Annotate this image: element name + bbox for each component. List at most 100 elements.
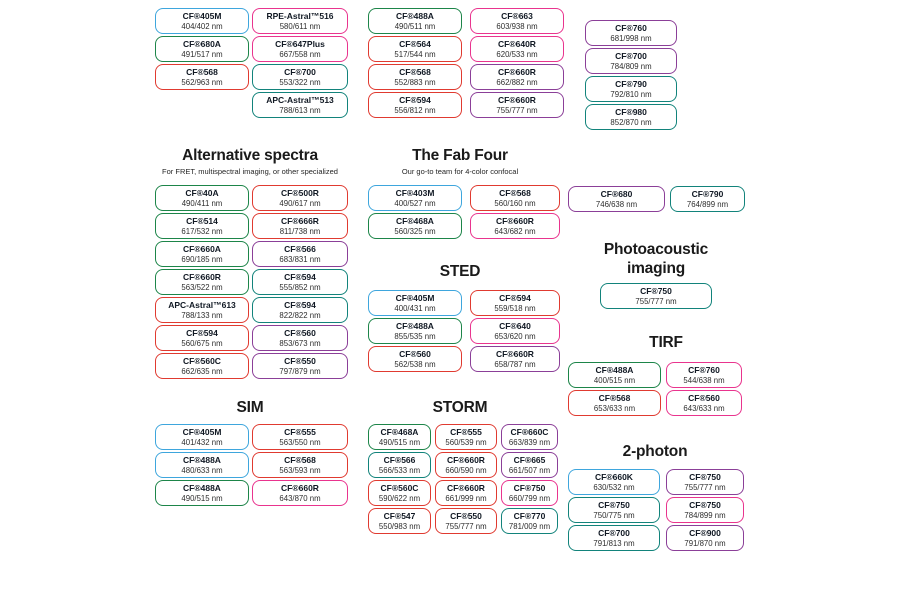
dye-wavelengths: 553/322 nm bbox=[279, 78, 321, 87]
dye-name: CF®560 bbox=[688, 393, 720, 403]
dye-wavelengths: 853/673 nm bbox=[279, 339, 321, 348]
dye-wavelengths: 490/515 nm bbox=[378, 438, 421, 447]
dye-name: CF®405M bbox=[395, 293, 435, 303]
dye-name: CF®560 bbox=[284, 328, 316, 338]
section-title-tirf: TIRF bbox=[649, 333, 683, 352]
dye-name: CF®770 bbox=[513, 511, 546, 521]
dye-name: CF®405M bbox=[182, 427, 222, 437]
dye-wavelengths: 781/009 nm bbox=[508, 522, 551, 531]
dye-wavelengths: 661/507 nm bbox=[508, 466, 551, 475]
dye-wavelengths: 401/432 nm bbox=[181, 438, 223, 447]
dye-wavelengths: 555/852 nm bbox=[279, 283, 321, 292]
dye-name: CF®594 bbox=[284, 300, 316, 310]
dye-wavelengths: 683/831 nm bbox=[279, 255, 321, 264]
dye-name: CF®555 bbox=[450, 427, 482, 437]
dye-name: CF®663 bbox=[501, 11, 533, 21]
dye-name: APC-Astral™613 bbox=[168, 300, 236, 310]
dye-wavelengths: 746/638 nm bbox=[595, 200, 638, 209]
dye-name: CF®468A bbox=[380, 427, 419, 437]
dye-wavelengths: 681/998 nm bbox=[610, 34, 652, 43]
dye-wavelengths: 653/620 nm bbox=[494, 332, 536, 341]
dye-wavelengths: 580/611 nm bbox=[279, 22, 321, 31]
dye-wavelengths: 562/538 nm bbox=[394, 360, 436, 369]
dye-name: CF®488A bbox=[183, 455, 221, 465]
dye-wavelengths: 822/822 nm bbox=[279, 311, 321, 320]
section-title-line: STORM bbox=[432, 399, 488, 416]
dye-wavelengths: 620/533 nm bbox=[496, 50, 538, 59]
dye-wavelengths: 560/160 nm bbox=[494, 199, 536, 208]
dye-wavelengths: 755/777 nm bbox=[445, 522, 487, 531]
dye-name: CF®700 bbox=[615, 51, 647, 61]
dye-name: CF®660R bbox=[496, 216, 534, 226]
dye-name: CF®40A bbox=[185, 188, 219, 198]
dye-wavelengths: 791/813 nm bbox=[593, 539, 635, 548]
dye-name: CF®568 bbox=[399, 67, 431, 77]
dye-name: RPE-Astral™516 bbox=[266, 11, 334, 21]
dye-name: CF®660K bbox=[595, 472, 633, 482]
dye-wavelengths: 750/775 nm bbox=[593, 511, 635, 520]
dye-wavelengths: 560/539 nm bbox=[445, 438, 487, 447]
dye-name: CF®488A bbox=[183, 483, 221, 493]
section-subtitle: For FRET, multispectral imaging, or othe… bbox=[162, 167, 338, 176]
dye-name: CF®660C bbox=[510, 427, 549, 437]
dye-name: CF®660A bbox=[183, 244, 221, 254]
dye-wavelengths: 603/938 nm bbox=[496, 22, 538, 31]
dye-name: CF®566 bbox=[284, 244, 316, 254]
dye-name: CF®547 bbox=[383, 511, 416, 521]
dye-wavelengths: 643/870 nm bbox=[279, 494, 321, 503]
dye-wavelengths: 560/325 nm bbox=[394, 227, 436, 236]
dye-name: CF®666R bbox=[281, 216, 319, 226]
dye-name: CF®568 bbox=[499, 188, 531, 198]
dye-wavelengths: 755/777 nm bbox=[496, 106, 538, 115]
dye-wavelengths: 660/799 nm bbox=[508, 494, 551, 503]
dye-name: CF®640R bbox=[498, 39, 536, 49]
dye-wavelengths: 852/870 nm bbox=[610, 118, 652, 127]
dye-name: CF®750 bbox=[598, 500, 630, 510]
dye-wavelengths: 490/617 nm bbox=[279, 199, 321, 208]
dye-wavelengths: 667/558 nm bbox=[279, 50, 321, 59]
dye-name: CF®750 bbox=[513, 483, 546, 493]
dye-name: CF®640 bbox=[499, 321, 531, 331]
dye-wavelengths: 643/633 nm bbox=[683, 404, 725, 413]
dye-wavelengths: 563/550 nm bbox=[279, 438, 321, 447]
dye-wavelengths: 784/809 nm bbox=[610, 62, 652, 71]
dye-name: CF®594 bbox=[499, 293, 531, 303]
dye-name: CF®980 bbox=[615, 107, 647, 117]
dye-name: CF®594 bbox=[399, 95, 431, 105]
dye-wavelengths: 400/431 nm bbox=[394, 304, 436, 313]
dye-name: CF®500R bbox=[281, 188, 319, 198]
dye-name: CF®660R bbox=[498, 95, 536, 105]
dye-name: CF®568 bbox=[598, 393, 631, 403]
